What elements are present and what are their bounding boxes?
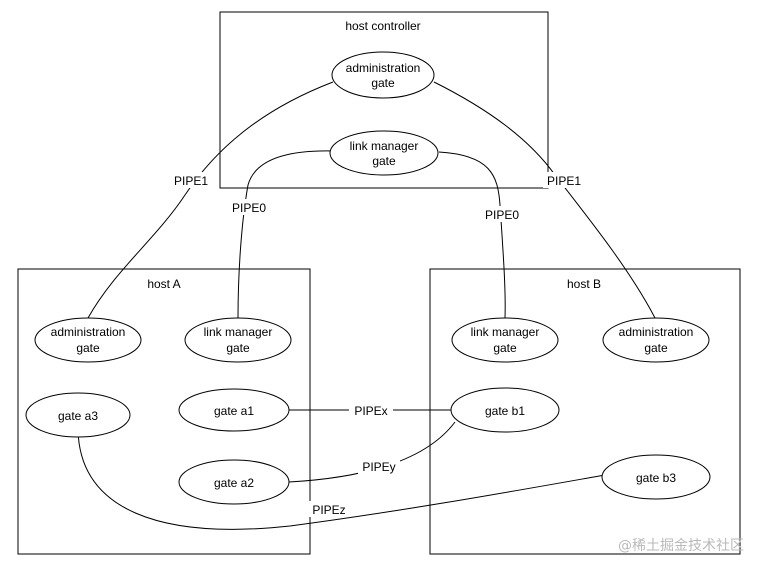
controller-admin-label-2: gate (371, 76, 395, 90)
gate-a2 (178, 459, 290, 505)
host-a-title: host A (147, 277, 180, 291)
pipey-label-bg (358, 458, 400, 474)
host-a-link-label-1: link manager (204, 325, 273, 339)
pipe1-left-label-bg (170, 172, 212, 188)
gate-b1 (450, 387, 560, 433)
controller-admin-label-1: administration (346, 61, 421, 75)
gate-a3 (25, 392, 131, 438)
gate-b3-label: gate b3 (636, 471, 676, 485)
pipey-label: PIPEy (362, 460, 395, 474)
gate-a3-label: gate a3 (58, 409, 98, 423)
pipez-label-bg (308, 501, 350, 517)
host-controller-title: host controller (345, 19, 420, 33)
gate-a1 (178, 388, 290, 432)
pipe0-left-label-bg (227, 199, 271, 215)
pipex-label: PIPEx (354, 404, 387, 418)
controller-link-manager-gate (329, 130, 439, 176)
controller-link-label-1: link manager (350, 139, 419, 153)
gate-b3 (601, 454, 711, 500)
pipez-label: PIPEz (312, 503, 345, 517)
host-a-link-manager-gate (184, 317, 292, 363)
pipe1-left-label: PIPE1 (174, 174, 208, 188)
watermark: @稀土掘金技术社区 (618, 538, 744, 554)
host-b-link-label-2: gate (493, 341, 517, 355)
pipe0-right-label-bg (480, 206, 524, 222)
host-b-link-manager-gate (451, 317, 559, 363)
host-a-admin-label-2: gate (76, 341, 100, 355)
pipe1-right-label: PIPE1 (547, 174, 581, 188)
controller-administration-gate (331, 51, 435, 99)
host-b-link-label-1: link manager (471, 325, 540, 339)
controller-link-label-2: gate (372, 154, 396, 168)
host-b-admin-label-1: administration (619, 325, 694, 339)
host-b-admin-label-2: gate (644, 341, 668, 355)
pipe0-right-label: PIPE0 (485, 208, 519, 222)
pipe0-left-label: PIPE0 (232, 201, 266, 215)
pipe1-right-label-bg (543, 172, 585, 188)
gate-b1-label: gate b1 (485, 404, 525, 418)
pipe0-left-line (237, 150, 334, 319)
pipex-label-bg (349, 402, 393, 418)
pipe0-right-line (438, 151, 506, 319)
host-b-title: host B (567, 277, 601, 291)
host-a-administration-gate (34, 317, 142, 363)
host-a-link-label-2: gate (226, 341, 250, 355)
host-b-administration-gate (602, 317, 710, 363)
host-a-admin-label-1: administration (51, 325, 126, 339)
pipe1-left-line (87, 81, 334, 319)
pipez-line (77, 429, 606, 530)
gate-a2-label: gate a2 (214, 476, 254, 490)
gate-a1-label: gate a1 (214, 404, 254, 418)
